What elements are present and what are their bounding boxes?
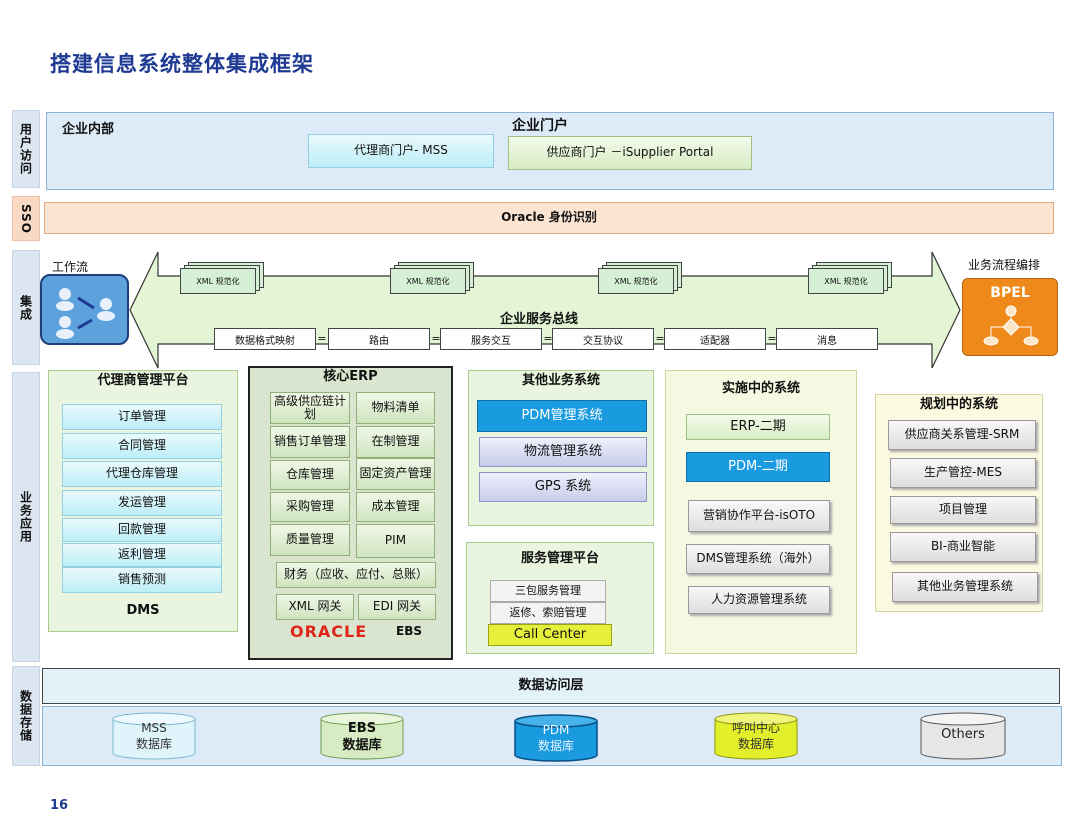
bus-item-protocol: 交互协议 [552, 328, 654, 350]
erp-cell-quality[interactable]: 质量管理 [270, 524, 350, 556]
dms-title: 代理商管理平台 [97, 373, 189, 388]
side-label-business-app: 业务应用 [12, 372, 40, 662]
database-icon [920, 712, 1006, 760]
erp-cell-wip[interactable]: 在制管理 [356, 426, 435, 458]
dms-item-payment[interactable]: 回款管理 [62, 518, 222, 542]
oracle-logo: ORACLE [290, 622, 368, 641]
other-systems-title: 其他业务系统 [521, 373, 600, 388]
plan-bi[interactable]: BI-商业智能 [890, 532, 1036, 562]
bus-item-service-interaction: 服务交互 [440, 328, 542, 350]
call-center-box[interactable]: Call Center [488, 624, 612, 646]
db-others[interactable]: Others [920, 712, 1006, 760]
database-icon [514, 714, 598, 762]
other-gps[interactable]: GPS 系统 [479, 472, 647, 502]
side-label-integration: 集成 [12, 250, 40, 365]
other-logistics[interactable]: 物流管理系统 [479, 437, 647, 467]
erp-cell-cost[interactable]: 成本管理 [356, 492, 435, 522]
dms-item-shipping[interactable]: 发运管理 [62, 490, 222, 516]
bus-connector: = [543, 331, 553, 345]
implementing-title: 实施中的系统 [721, 381, 800, 396]
xml-doc-2: XML 规范化 [390, 262, 474, 296]
db-pdm[interactable]: PDM 数据库 [514, 714, 598, 762]
erp-cell-fixed-assets[interactable]: 固定资产管理 [356, 458, 435, 490]
erp-cell-edi-gateway[interactable]: EDI 网关 [358, 594, 436, 620]
side-label-user-access: 用户访问 [12, 110, 40, 188]
erp-cell-xml-gateway[interactable]: XML 网关 [276, 594, 354, 620]
dms-footer: DMS [126, 603, 160, 618]
impl-isoto[interactable]: 营销协作平台-isOTO [688, 500, 830, 532]
page-title: 搭建信息系统整体集成框架 [50, 52, 314, 76]
service-title: 服务管理平台 [520, 551, 599, 566]
dms-item-rebate[interactable]: 返利管理 [62, 543, 222, 567]
supplier-portal-box[interactable]: 供应商门户 －iSupplier Portal [508, 136, 752, 170]
impl-dms-overseas[interactable]: DMS管理系统（海外） [686, 544, 830, 574]
xml-doc-4: XML 规范化 [808, 262, 892, 296]
planning-title: 规划中的系统 [919, 397, 998, 412]
database-icon [112, 712, 196, 760]
xml-doc-3: XML 规范化 [598, 262, 682, 296]
bus-connector: = [431, 331, 441, 345]
erp-cell-pim[interactable]: PIM [356, 524, 435, 558]
data-access-layer: 数据访问层 [42, 668, 1060, 704]
erp-title: 核心ERP [323, 369, 378, 384]
bus-connector: = [767, 331, 777, 345]
flowchart-icon [983, 305, 1039, 346]
plan-project[interactable]: 项目管理 [890, 496, 1036, 524]
workflow-label: 工作流 [52, 260, 89, 274]
erp-ebs-label: EBS [396, 624, 422, 638]
bus-item-adapter: 适配器 [664, 328, 766, 350]
database-icon [714, 712, 798, 760]
dms-item-forecast[interactable]: 销售预测 [62, 567, 222, 593]
portal-label: 企业门户 [512, 118, 568, 134]
dms-item-order[interactable]: 订单管理 [62, 404, 222, 430]
other-pdm[interactable]: PDM管理系统 [477, 400, 647, 432]
bus-item-routing: 路由 [328, 328, 430, 350]
database-icon [320, 712, 404, 760]
erp-cell-warehouse[interactable]: 仓库管理 [270, 460, 350, 490]
plan-mes[interactable]: 生产管控-MES [890, 458, 1036, 488]
erp-cell-aps[interactable]: 高级供应链计划 [270, 392, 350, 424]
internal-label: 企业内部 [62, 122, 115, 137]
dms-item-warehouse[interactable]: 代理仓库管理 [62, 461, 222, 487]
impl-erp2[interactable]: ERP-二期 [686, 414, 830, 440]
erp-cell-purchasing[interactable]: 采购管理 [270, 492, 350, 522]
db-ebs[interactable]: EBS 数据库 [320, 712, 404, 760]
erp-cell-finance[interactable]: 财务（应收、应付、总账） [276, 562, 436, 588]
side-label-sso: SSO [12, 196, 40, 241]
erp-cell-sales-order[interactable]: 销售订单管理 [270, 426, 350, 458]
erp-cell-bom[interactable]: 物料清单 [356, 392, 435, 424]
dms-item-contract[interactable]: 合同管理 [62, 433, 222, 459]
bus-item-message: 消息 [776, 328, 878, 350]
impl-hr[interactable]: 人力资源管理系统 [688, 586, 830, 614]
agent-portal-box[interactable]: 代理商门户- MSS [308, 134, 494, 168]
service-item-repair[interactable]: 返修、索赔管理 [490, 602, 606, 624]
db-mss[interactable]: MSS 数据库 [112, 712, 196, 760]
workflow-icon [40, 274, 129, 345]
bus-connector: = [655, 331, 665, 345]
bpel-caption: 业务流程编排 [968, 258, 1041, 272]
service-bus-label: 企业服务总线 [500, 312, 579, 327]
bus-connector: = [317, 331, 327, 345]
plan-other[interactable]: 其他业务管理系统 [892, 572, 1038, 602]
db-call-center[interactable]: 呼叫中心 数据库 [714, 712, 798, 760]
side-label-data-storage: 数据存储 [12, 666, 40, 766]
sso-bar: Oracle 身份识别 [44, 202, 1054, 234]
service-item-warranty[interactable]: 三包服务管理 [490, 580, 606, 602]
bus-item-data-mapping: 数据格式映射 [214, 328, 316, 350]
bpel-box: BPEL [962, 278, 1058, 356]
impl-pdm2[interactable]: PDM-二期 [686, 452, 830, 482]
plan-srm[interactable]: 供应商关系管理-SRM [888, 420, 1036, 450]
bpel-label: BPEL [990, 285, 1030, 301]
xml-doc-1: XML 规范化 [180, 262, 264, 296]
page-number: 16 [50, 798, 69, 813]
